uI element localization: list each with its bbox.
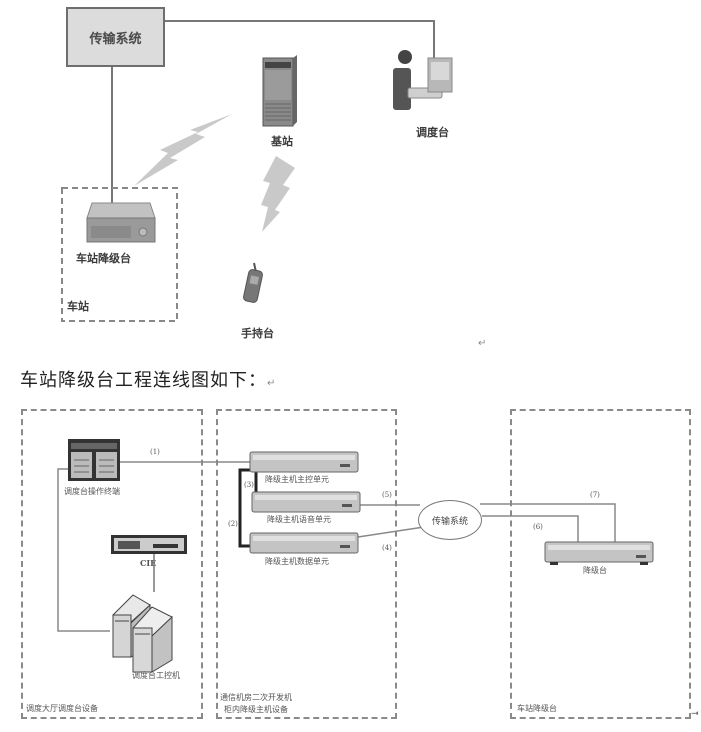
operator-terminal-label: 调度台操作终端 <box>64 487 120 496</box>
voice-unit-icon <box>251 491 361 513</box>
base-station-server-icon <box>262 55 297 127</box>
data-unit-icon <box>249 532 359 554</box>
paragraph-mark: ↵ <box>478 338 487 349</box>
link-label-3: (3) <box>244 481 254 489</box>
zone-dispatch-hall-label: 调度大厅调度台设备 <box>26 704 98 713</box>
zone-station-console <box>510 409 691 719</box>
transmission-system-box: 传输系统 <box>66 7 165 67</box>
zone-comm-room <box>216 409 397 719</box>
link-terminal-pc <box>57 468 110 632</box>
link-label-6: (6) <box>533 523 543 531</box>
link-7 <box>480 503 616 542</box>
main-control-unit-label: 降级主机主控单元 <box>265 475 329 484</box>
zone-dispatch-hall <box>21 409 203 719</box>
lightning-bolt-icon <box>134 114 232 186</box>
industrial-pc-icon <box>112 594 173 673</box>
dispatch-console-label: 调度台 <box>416 126 449 139</box>
downgrade-console-label: 降级台 <box>583 566 607 575</box>
handheld-radio-icon <box>243 262 263 303</box>
zone-comm-room-label-line2: 柜内降级主机设备 <box>224 705 288 714</box>
link-label-2: (2) <box>228 520 238 528</box>
industrial-pc-label: 调度台工控机 <box>132 671 180 680</box>
data-unit-label: 降级主机数据单元 <box>265 557 329 566</box>
zone-comm-room-label-line1: 通信机房二次开发机 <box>220 693 292 702</box>
station-downgrade-device-icon <box>86 202 156 243</box>
paragraph-mark: ↵ <box>267 378 277 389</box>
operator-terminal-icon <box>68 439 120 481</box>
link-label-1: (1) <box>150 448 160 456</box>
link-label-5: (5) <box>382 491 392 499</box>
transmission-system-node: 传输系统 <box>418 500 482 540</box>
station-downgrade-console-label: 车站降级台 <box>76 252 131 265</box>
link-2 <box>238 468 252 548</box>
cie-label: CIE <box>140 558 157 568</box>
cie-device-icon <box>111 535 187 554</box>
link-transmission-dispatch <box>165 20 435 58</box>
base-station-label: 基站 <box>271 135 293 148</box>
handheld-label: 手持台 <box>241 327 274 340</box>
end-mark: ⇥ <box>691 709 699 719</box>
station-area-label: 车站 <box>67 300 89 313</box>
section-heading-text: 车站降级台工程连线图如下： <box>20 370 267 391</box>
link-4 <box>357 526 425 538</box>
lightning-bolt-icon <box>261 156 295 232</box>
link-6 <box>482 515 579 542</box>
dispatcher-person-icon <box>393 50 453 110</box>
voice-unit-label: 降级主机语音单元 <box>267 515 331 524</box>
link-label-4: (4) <box>382 544 392 552</box>
link-label-7: (7) <box>590 491 600 499</box>
bottom-diagram-lines <box>57 439 654 673</box>
section-heading: 车站降级台工程连线图如下：↵ <box>20 366 276 392</box>
top-diagram-lines <box>61 20 453 322</box>
transmission-system-label: 传输系统 <box>89 31 142 47</box>
station-area-box <box>61 187 178 322</box>
downgrade-console-icon <box>544 541 654 565</box>
transmission-system-node-label: 传输系统 <box>431 516 468 527</box>
main-control-unit-icon <box>249 451 359 473</box>
zone-station-console-label: 车站降级台 <box>517 704 557 713</box>
